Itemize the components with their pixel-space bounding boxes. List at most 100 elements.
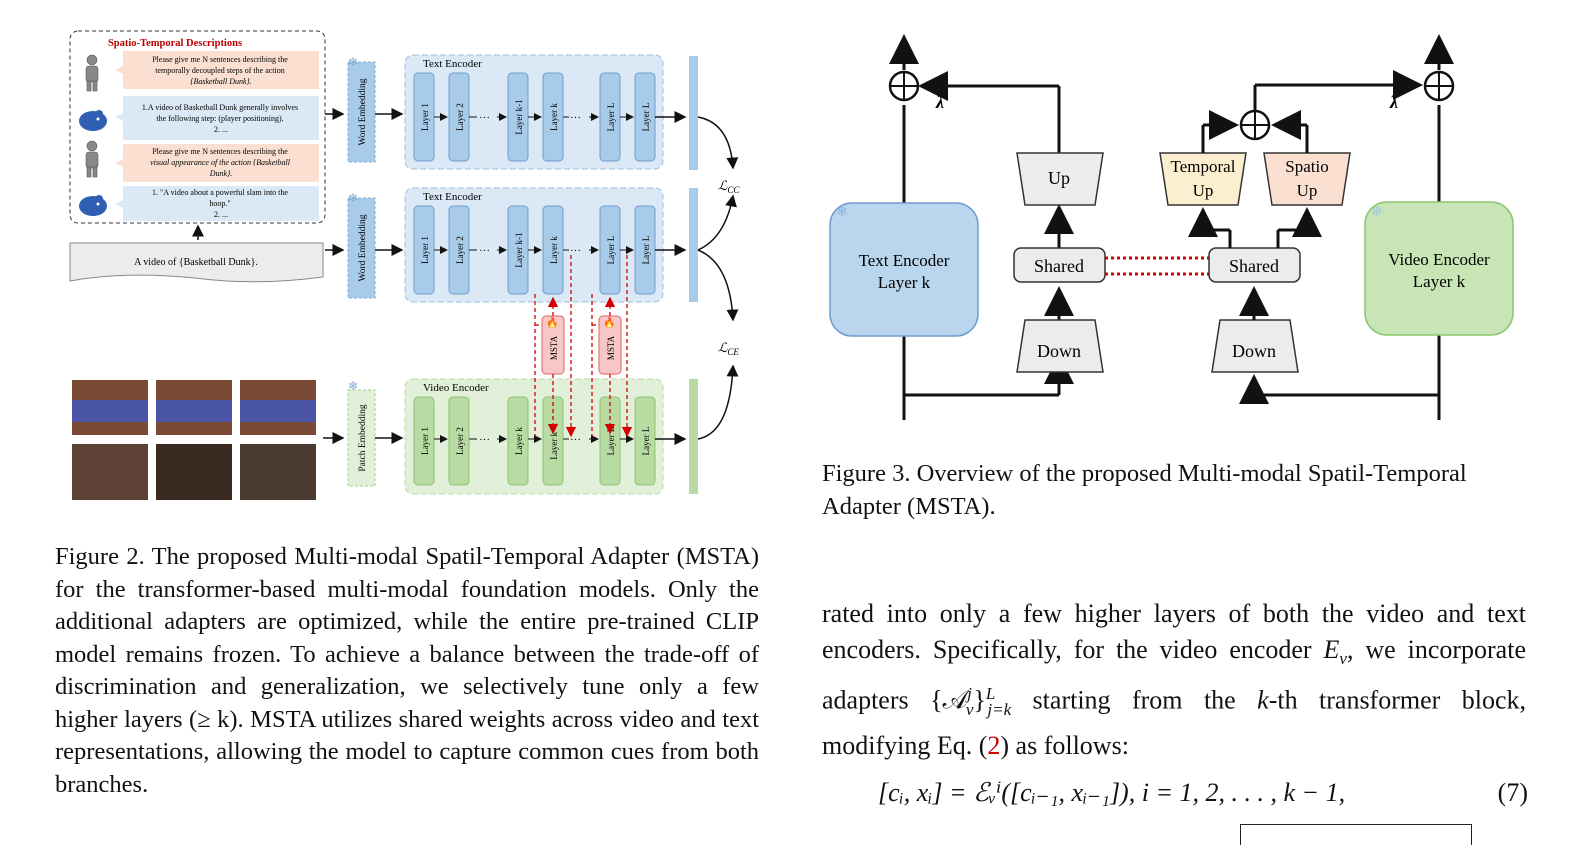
svg-text:Text Encoder: Text Encoder (423, 191, 482, 203)
svg-text:Text Encoder: Text Encoder (423, 58, 482, 70)
svg-text:Layer 1: Layer 1 (420, 236, 430, 264)
svg-text:Layer k: Layer k (878, 273, 931, 292)
svg-text:Shared: Shared (1034, 256, 1084, 276)
svg-text:Layer L: Layer L (641, 427, 651, 456)
figure-3-adapter-diagram: λ ❄ Text Encoder Layer k Up Shared Down … (829, 34, 1514, 420)
svg-text:Layer L: Layer L (641, 103, 651, 132)
svg-text:λ: λ (935, 92, 944, 112)
shared-block-right (1208, 247, 1301, 283)
svg-text:Layer 2: Layer 2 (455, 236, 465, 264)
svg-text:Layer k+1: Layer k+1 (549, 422, 559, 459)
svg-text:Text Encoder: Text Encoder (859, 251, 950, 270)
msta-connectors (534, 255, 633, 438)
svg-text:λ: λ (1389, 92, 1398, 112)
down-projection-left (1016, 319, 1104, 373)
person-icon (85, 140, 99, 178)
svg-text:···: ··· (479, 112, 490, 124)
svg-text:Spatio: Spatio (1285, 157, 1328, 176)
svg-text:Patch Embedding: Patch Embedding (358, 404, 368, 472)
equation-ref-link[interactable]: 2 (987, 730, 1001, 760)
svg-text:Layer 1: Layer 1 (420, 103, 430, 131)
text-encoder-2-layers: Layer 1 Layer 2 Layer k-1 Layer k Layer … (413, 205, 687, 295)
body-paragraph: rated into only a few higher layers of b… (822, 599, 1526, 760)
prompt-2-text: Please give me N sentences describing th… (150, 147, 292, 178)
svg-text:···: ··· (570, 434, 581, 446)
fig3-video-encoder-layer (1364, 201, 1514, 336)
svg-text:Up: Up (1048, 168, 1070, 188)
svg-text:Video Encoder: Video Encoder (1388, 250, 1490, 269)
snowflake-icon: ❄ (348, 379, 358, 393)
temporal-up-projection (1159, 152, 1247, 206)
descriptions-box (69, 30, 326, 224)
person-icon (85, 54, 99, 92)
prompt-bubble-1 (123, 51, 319, 89)
svg-text:Down: Down (1232, 341, 1276, 361)
svg-text:Layer k-1: Layer k-1 (514, 232, 524, 267)
llm-logo-icon (79, 195, 107, 216)
svg-text:Word Embedding: Word Embedding (358, 78, 368, 145)
boxed-equation-fragment (1240, 824, 1472, 845)
svg-text:Layer k: Layer k (549, 103, 559, 131)
equation-7: [cᵢ, xᵢ] = ℰᵥⁱ([cᵢ₋₁, xᵢ₋₁]), i = 1, 2, … (878, 778, 1528, 807)
text-feature-bar-2 (689, 188, 698, 302)
snowflake-icon: ❄ (1371, 205, 1383, 220)
reply-bubble-2 (123, 186, 319, 221)
text-encoder-2 (404, 187, 664, 303)
video-encoder (404, 378, 664, 495)
svg-text:Layer L: Layer L (606, 427, 616, 456)
up-projection (1016, 152, 1104, 206)
svg-text:Word Embedding: Word Embedding (358, 214, 368, 281)
reply-2-text: 1. "A video about a powerful slam into t… (152, 188, 290, 219)
template-text: A video of {Basketball Dunk}. (134, 257, 258, 268)
spatio-up-projection (1263, 152, 1351, 206)
snowflake-icon: ❄ (836, 205, 848, 220)
text-encoder-1 (404, 54, 664, 170)
svg-text:Layer L: Layer L (606, 236, 616, 265)
svg-text:Layer k: Layer k (549, 236, 559, 264)
svg-text:Layer L: Layer L (641, 236, 651, 265)
loss-cc-label: ℒCC (718, 178, 740, 195)
svg-text:Layer k: Layer k (514, 427, 524, 455)
svg-text:MSTA: MSTA (606, 335, 616, 360)
svg-text:···: ··· (570, 245, 581, 257)
word-embedding-2 (347, 197, 376, 299)
fig3-text-encoder-layer (829, 202, 979, 337)
llm-logo-icon (79, 110, 107, 131)
figure-2-caption: Figure 2. The proposed Multi-modal Spati… (55, 543, 759, 798)
svg-text:Layer k-1: Layer k-1 (514, 99, 524, 134)
video-frames (72, 380, 316, 500)
svg-text:Shared: Shared (1229, 256, 1279, 276)
figure-2-architecture-diagram: Spatio-Temporal Descriptions Please give… (69, 30, 740, 500)
svg-text:Layer 2: Layer 2 (455, 103, 465, 131)
shared-block-left (1013, 247, 1106, 283)
snowflake-icon: ❄ (348, 191, 358, 205)
svg-text:Layer k: Layer k (1413, 272, 1466, 291)
svg-text:Layer L: Layer L (606, 103, 616, 132)
descriptions-title: Spatio-Temporal Descriptions (108, 38, 242, 49)
down-projection-right (1211, 319, 1299, 373)
prompt-bubble-2 (123, 144, 319, 182)
word-embedding-1 (347, 61, 376, 163)
svg-text:MSTA: MSTA (549, 335, 559, 360)
text-feature-bar-1 (689, 56, 698, 170)
figure-3-caption: Figure 3. Overview of the proposed Multi… (822, 460, 1467, 520)
snowflake-icon: ❄ (348, 55, 358, 69)
svg-text:···: ··· (479, 245, 490, 257)
flame-icon: 🔥 (546, 316, 558, 329)
svg-text:Layer 1: Layer 1 (420, 427, 430, 455)
svg-text:Layer 2: Layer 2 (455, 427, 465, 455)
svg-text:Temporal: Temporal (1171, 157, 1236, 176)
template-prompt-box (69, 242, 324, 283)
equation-number: (7) (1497, 778, 1528, 807)
loss-ce-label: ℒCE (718, 340, 739, 357)
svg-text:···: ··· (570, 112, 581, 124)
prompt-1-text: Please give me N sentences describing th… (152, 55, 290, 86)
flame-icon: 🔥 (603, 316, 615, 329)
svg-text:Up: Up (1297, 181, 1318, 200)
video-encoder-layers: Layer 1 Layer 2 Layer k Layer k+1 Layer … (413, 396, 687, 486)
svg-text:Down: Down (1037, 341, 1081, 361)
video-feature-bar (689, 379, 698, 494)
reply-1-text: 1.A video of Basketball Dunk generally i… (142, 103, 300, 134)
svg-text:Up: Up (1193, 181, 1214, 200)
svg-text:···: ··· (479, 434, 490, 446)
